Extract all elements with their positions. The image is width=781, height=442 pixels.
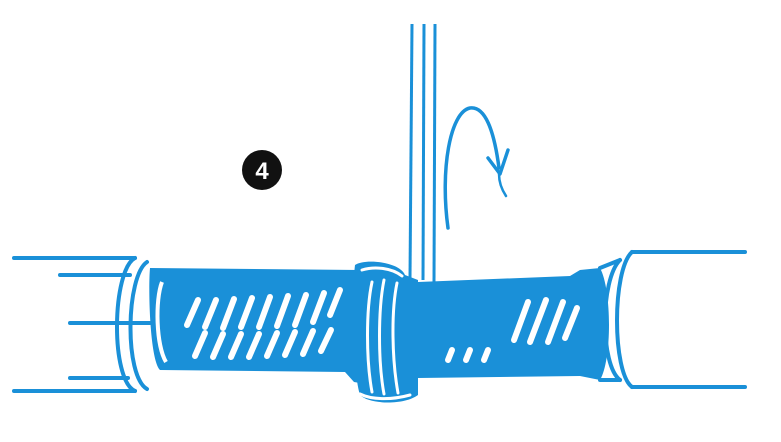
right-fitting — [418, 268, 609, 380]
left-pipe — [12, 256, 152, 393]
step-number-badge: 4 — [242, 150, 282, 190]
left-fitting — [149, 268, 372, 385]
vertical-tool-line — [408, 23, 437, 283]
curved-rotation-arrow-icon — [443, 106, 510, 230]
union-nut — [353, 261, 418, 403]
right-pipe — [598, 250, 747, 389]
step-number: 4 — [255, 158, 269, 185]
